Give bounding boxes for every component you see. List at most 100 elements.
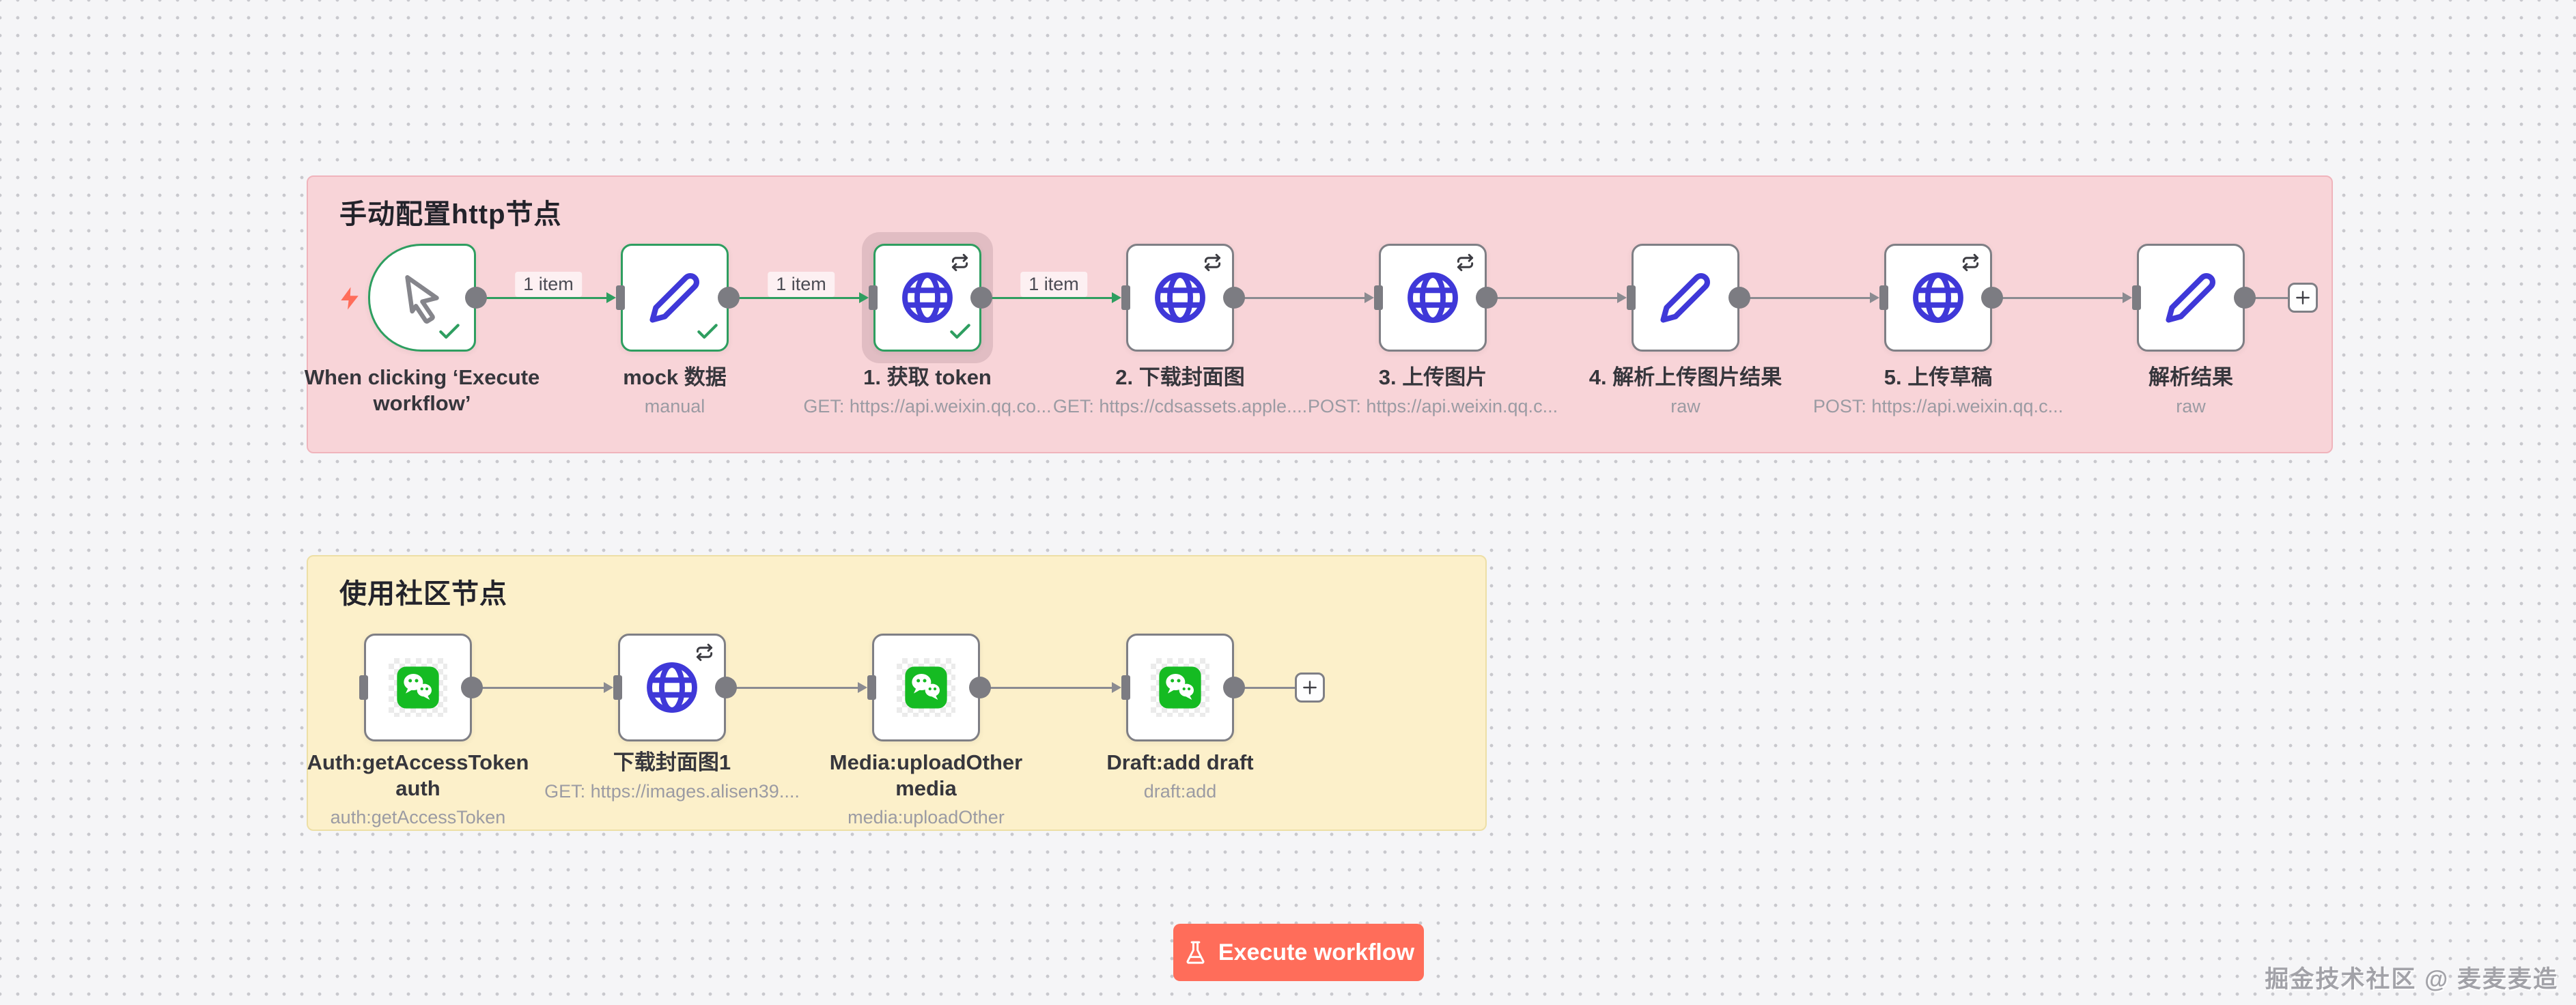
group-title-community-nodes: 使用社区节点 — [339, 579, 507, 609]
connection-wire — [1992, 297, 2123, 299]
globe-icon — [876, 246, 979, 350]
node-subtitle: draft:add — [1143, 781, 1217, 802]
output-endpoint[interactable] — [461, 677, 483, 698]
retry-icon — [1456, 253, 1474, 272]
add-node-button[interactable] — [2288, 283, 2318, 313]
output-endpoint[interactable] — [2234, 287, 2256, 309]
input-endpoint — [1879, 285, 1888, 310]
node-label: 解析结果 raw — [2054, 365, 2327, 417]
output-endpoint[interactable] — [1728, 287, 1750, 309]
node-name: 2. 下载封面图 — [1115, 365, 1245, 389]
connection-arrow-icon — [859, 292, 869, 303]
globe-icon — [620, 636, 724, 739]
wechat-icon — [1128, 636, 1232, 739]
node-draft-add[interactable] — [1126, 634, 1234, 741]
success-check-icon — [695, 319, 720, 345]
connection-wire — [1234, 687, 1295, 689]
plus-icon — [1303, 681, 1317, 694]
connection-items-badge: 1 item — [768, 272, 835, 297]
connection-wire — [472, 687, 604, 689]
node-subtitle: POST: https://api.weixin.qq.c... — [1307, 396, 1558, 416]
node-label: When clicking ‘Execute workflow’ — [299, 365, 545, 416]
node-label: 下载封面图1 GET: https://images.alisen39.... — [525, 750, 819, 802]
node-label: 4. 解析上传图片结果 raw — [1539, 365, 1832, 417]
node-label: 3. 上传图片 POST: https://api.weixin.qq.c... — [1286, 365, 1580, 417]
node-mock-data[interactable] — [621, 244, 729, 352]
connection-arrow-icon — [1364, 292, 1374, 303]
success-check-icon — [436, 319, 462, 345]
input-endpoint — [613, 675, 622, 700]
node-label: 2. 下载封面图 GET: https://cdsassets.apple...… — [1033, 365, 1327, 417]
connection-wire — [726, 687, 858, 689]
wechat-icon — [366, 636, 470, 739]
input-endpoint — [1374, 285, 1383, 310]
flask-icon — [1186, 941, 1205, 964]
output-endpoint[interactable] — [715, 677, 737, 698]
connection-wire — [1487, 297, 1617, 299]
input-endpoint — [616, 285, 625, 310]
input-endpoint — [1121, 675, 1130, 700]
globe-icon — [1381, 246, 1485, 350]
node-name: 下载封面图1 — [613, 750, 731, 774]
connection-arrow-icon — [606, 292, 616, 303]
connection-arrow-icon — [1112, 292, 1121, 303]
node-subtitle: media:uploadOther — [848, 807, 1005, 827]
node-parse-upload-result[interactable] — [1632, 244, 1739, 352]
node-auth-get-access-token[interactable] — [364, 634, 472, 741]
node-upload-draft[interactable] — [1884, 244, 1992, 352]
node-download-cover[interactable] — [1126, 244, 1234, 352]
node-when-clicking-execute-workflow[interactable] — [368, 244, 476, 352]
node-subtitle: manual — [644, 396, 705, 416]
node-label: 1. 获取 token GET: https://api.weixin.qq.c… — [781, 365, 1074, 417]
output-endpoint[interactable] — [1223, 677, 1245, 698]
node-subtitle: POST: https://api.weixin.qq.c... — [1812, 396, 2064, 416]
output-endpoint[interactable] — [718, 287, 740, 309]
output-endpoint[interactable] — [1981, 287, 2003, 309]
node-subtitle: GET: https://api.weixin.qq.co... — [803, 396, 1052, 416]
input-endpoint — [2132, 285, 2141, 310]
node-get-token[interactable] — [873, 244, 981, 352]
connection-arrow-icon — [2123, 292, 2132, 303]
node-name: 4. 解析上传图片结果 — [1588, 365, 1782, 389]
connection-arrow-icon — [604, 682, 613, 693]
connection-wire — [476, 297, 606, 299]
globe-icon — [1886, 246, 1990, 350]
execute-workflow-label: Execute workflow — [1218, 939, 1415, 965]
retry-icon — [1203, 253, 1222, 272]
output-endpoint[interactable] — [969, 677, 991, 698]
retry-icon — [951, 253, 969, 272]
output-endpoint[interactable] — [1223, 287, 1245, 309]
node-upload-image[interactable] — [1379, 244, 1487, 352]
connection-items-badge: 1 item — [515, 272, 582, 297]
execute-workflow-button[interactable]: Execute workflow — [1173, 924, 1424, 981]
connection-wire — [1739, 297, 1870, 299]
node-name: 解析结果 — [2148, 365, 2233, 389]
node-subtitle: GET: https://cdsassets.apple.... — [1052, 396, 1308, 416]
node-name: Media:uploadOther media — [829, 750, 1023, 800]
node-media-upload-other[interactable] — [872, 634, 980, 741]
connection-wire — [2245, 297, 2288, 299]
node-download-cover-1[interactable] — [618, 634, 726, 741]
watermark: 掘金技术社区 @ 麦麦麦造 — [2265, 966, 2558, 993]
connection-arrow-icon — [1870, 292, 1879, 303]
output-endpoint[interactable] — [1476, 287, 1498, 309]
pencil-icon — [2139, 246, 2243, 350]
mouse-pointer-icon — [370, 246, 474, 350]
connection-items-badge: 1 item — [1020, 272, 1087, 297]
node-subtitle: auth:getAccessToken — [330, 807, 506, 827]
input-endpoint — [1121, 285, 1130, 310]
node-label: Media:uploadOther media media:uploadOthe… — [810, 750, 1042, 828]
node-name: 3. 上传图片 — [1378, 365, 1487, 389]
node-parse-result[interactable] — [2137, 244, 2245, 352]
connection-arrow-icon — [1617, 292, 1627, 303]
output-endpoint[interactable] — [970, 287, 992, 309]
retry-icon — [1961, 253, 1980, 272]
add-node-button[interactable] — [1295, 673, 1325, 703]
input-endpoint — [867, 675, 876, 700]
node-name: When clicking ‘Execute workflow’ — [304, 365, 540, 415]
node-label: Auth:getAccessToken auth auth:getAccessT… — [302, 750, 534, 828]
node-name: mock 数据 — [623, 365, 727, 389]
node-label: mock 数据 manual — [531, 365, 818, 417]
output-endpoint[interactable] — [465, 287, 487, 309]
